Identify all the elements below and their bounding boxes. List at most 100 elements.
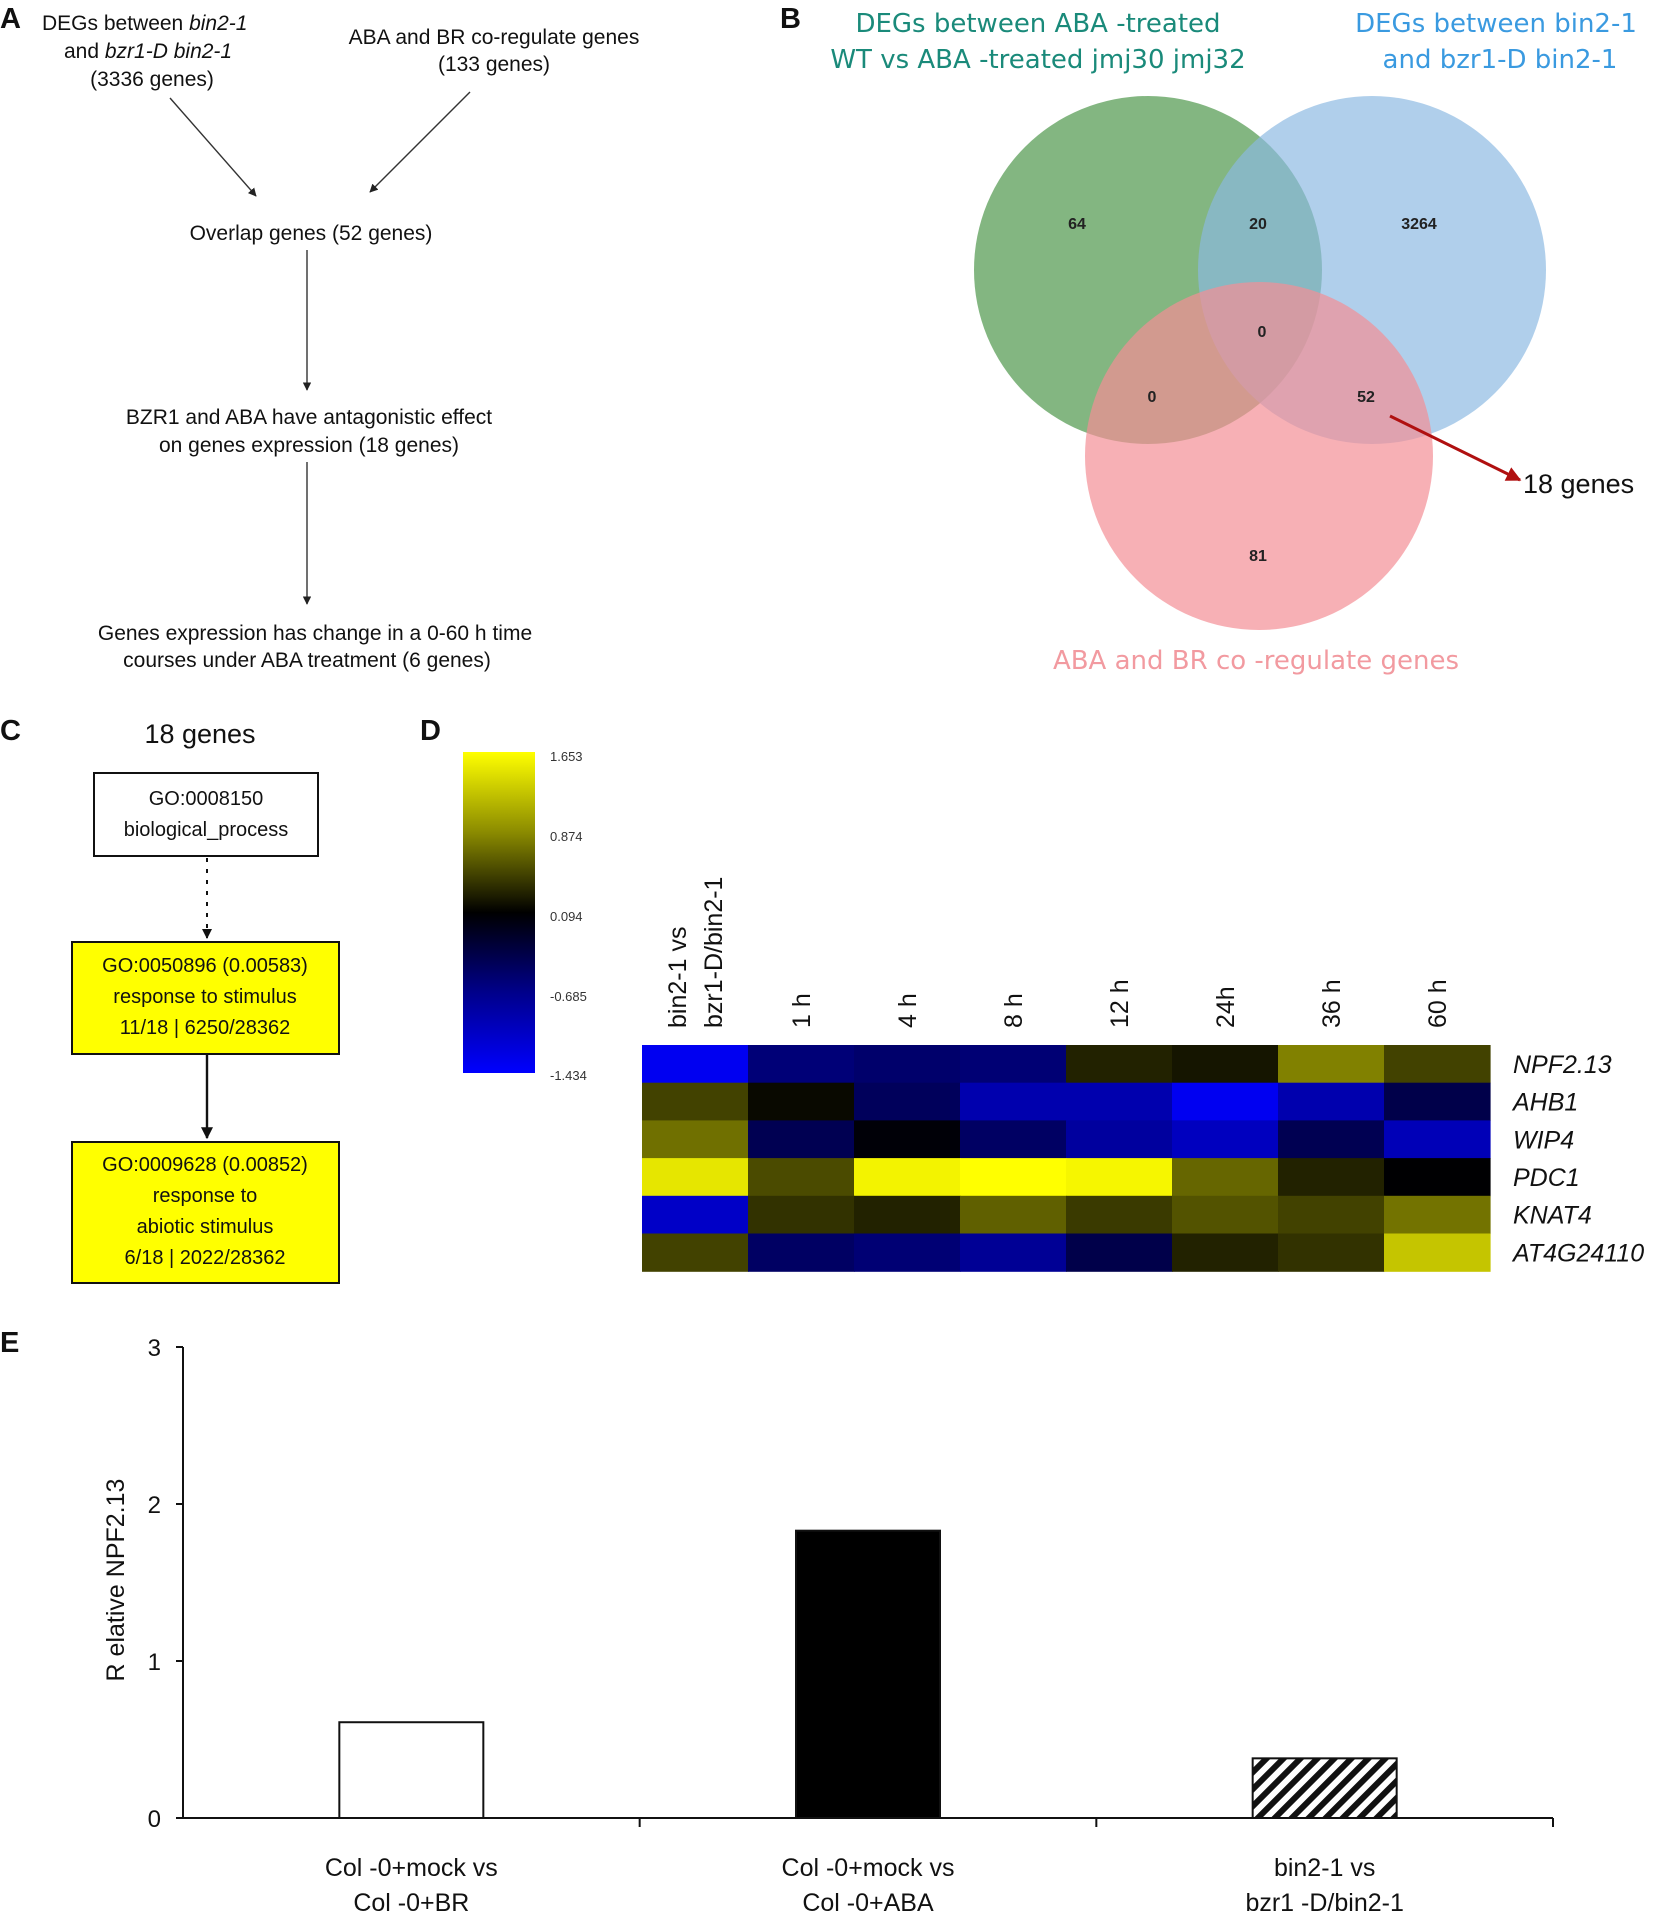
heatmap-cell	[1278, 1158, 1385, 1197]
set-pink-title: ABA and BR co -regulate genes	[1053, 646, 1459, 676]
count-green-pink: 0	[1148, 389, 1157, 406]
y-tick-label: 2	[148, 1492, 161, 1519]
heatmap-column-header: 4 h	[894, 993, 922, 1028]
venn-circle-pink	[1085, 282, 1433, 630]
heatmap-cell	[1066, 1120, 1173, 1159]
box1-line3: (3336 genes)	[90, 68, 214, 91]
heatmap-cell	[960, 1120, 1067, 1159]
go-node2-line1: GO:0009628 (0.00852)	[102, 1154, 308, 1176]
x-category-label: Col -0+mock vs	[325, 1854, 498, 1882]
heatmap-cell	[642, 1195, 749, 1235]
heatmap-cell	[1172, 1045, 1279, 1084]
count-center: 0	[1258, 324, 1267, 341]
heatmap-cell	[748, 1158, 855, 1197]
set-green-title-line2: WT vs ABA -treated jmj30 jmj32	[830, 45, 1245, 75]
heatmap-colorbar	[463, 752, 535, 1073]
heatmap-cell	[1066, 1195, 1173, 1235]
heatmap-cell	[748, 1195, 855, 1235]
heatmap-cell	[1278, 1082, 1385, 1121]
heatmap-cell	[1278, 1120, 1385, 1159]
x-category-label: Col -0+mock vs	[782, 1854, 955, 1882]
heatmap-cell	[1066, 1045, 1173, 1084]
count-green-only: 64	[1068, 216, 1086, 233]
go-root-box	[93, 772, 319, 857]
heatmap-cell	[1278, 1045, 1385, 1084]
heatmap-cell	[642, 1233, 749, 1272]
heatmap-cell	[854, 1045, 961, 1084]
box1-line1: DEGs between bin2-1	[42, 12, 247, 35]
heatmap-cell	[960, 1158, 1067, 1197]
overlap-genes-text: Overlap genes (52 genes)	[190, 222, 433, 245]
heatmap-cell	[960, 1233, 1067, 1272]
go-node1-line2: response to stimulus	[113, 986, 296, 1008]
set-blue-title-line2: and bzr1-D bin2-1	[1383, 45, 1618, 75]
timecourse-line2: courses under ABA treatment (6 genes)	[123, 649, 491, 672]
panel-a-label: A	[0, 3, 21, 35]
heatmap-cell	[854, 1195, 961, 1235]
heatmap-cell	[748, 1082, 855, 1121]
x-category-label: Col -0+ABA	[802, 1889, 934, 1917]
heatmap-cell	[1066, 1082, 1173, 1121]
panel-d: D 1.653 0.874 0.094 -0.685 -1.434 bin2-1…	[420, 715, 1644, 1272]
go-node1-line1: GO:0050896 (0.00583)	[102, 955, 308, 977]
timecourse-line1: Genes expression has change in a 0-60 h …	[98, 622, 532, 645]
heatmap-cell	[748, 1120, 855, 1159]
gene-label: WIP4	[1513, 1126, 1574, 1154]
colorbar-label-3: 0.094	[550, 909, 583, 924]
go-tree-title: 18 genes	[144, 719, 255, 749]
heatmap-cell	[854, 1233, 961, 1272]
heatmap-cell	[854, 1082, 961, 1121]
heatmap-column-header: 36 h	[1318, 979, 1346, 1028]
heatmap-cell	[1384, 1233, 1491, 1272]
heatmap-cell	[642, 1158, 749, 1197]
heatmap-cell	[1384, 1045, 1491, 1084]
set-green-title-line1: DEGs between ABA -treated	[855, 9, 1220, 39]
y-tick-label: 3	[148, 1335, 161, 1362]
set-blue-title-line1: DEGs between bin2-1	[1355, 9, 1637, 39]
bar	[1251, 1757, 1398, 1819]
count-blue-only: 3264	[1401, 216, 1437, 233]
heatmap-column-header: 12 h	[1106, 979, 1134, 1028]
heatmap-cell	[1384, 1082, 1491, 1121]
heatmap-cell	[642, 1082, 749, 1121]
colorbar-label-1: 1.653	[550, 749, 583, 764]
heatmap-column-header: 8 h	[1000, 993, 1028, 1028]
heatmap-cell	[1172, 1195, 1279, 1235]
go-root-line1: GO:0008150	[149, 788, 264, 810]
go-node2-line3: abiotic stimulus	[137, 1216, 274, 1238]
go-node1-line3: 11/18 | 6250/28362	[120, 1017, 291, 1039]
colorbar-label-2: 0.874	[550, 829, 583, 844]
go-root-line2: biological_process	[124, 819, 289, 841]
heatmap-cell	[1278, 1233, 1385, 1272]
colorbar-label-5: -1.434	[550, 1068, 587, 1083]
heatmap-cell	[1172, 1120, 1279, 1159]
heatmap-cell	[1172, 1158, 1279, 1197]
callout-18-genes: 18 genes	[1523, 469, 1634, 499]
gene-label: PDC1	[1513, 1164, 1580, 1192]
panel-a: A DEGs between bin2-1 and bzr1-D bin2-1 …	[0, 3, 639, 672]
heatmap-cell	[1278, 1195, 1385, 1235]
x-category-label: bzr1 -D/bin2-1	[1245, 1889, 1403, 1917]
heatmap-column-header: bzr1-D/bin2-1	[700, 877, 728, 1028]
heatmap-cell	[960, 1082, 1067, 1121]
box1-line2: and bzr1-D bin2-1	[64, 40, 232, 63]
arrow-box2-overlap	[369, 91, 471, 193]
colorbar-label-4: -0.685	[550, 989, 587, 1004]
bar	[795, 1529, 941, 1819]
y-axis-label: R elative NPF2.13	[102, 1479, 130, 1682]
panel-b: B DEGs between ABA -treated WT vs ABA -t…	[780, 3, 1637, 676]
panel-c: C 18 genes GO:0008150 biological_process…	[0, 715, 340, 1284]
heatmap-cell	[642, 1120, 749, 1159]
count-blue-pink: 52	[1357, 389, 1375, 406]
go-node2-line2: response to	[153, 1185, 258, 1207]
go-node1-box	[71, 941, 340, 1055]
y-tick-label: 0	[148, 1806, 161, 1833]
antagonistic-line1: BZR1 and ABA have antagonistic effect	[126, 406, 492, 429]
go-node2-line4: 6/18 | 2022/28362	[125, 1247, 286, 1269]
heatmap-cell	[1384, 1195, 1491, 1235]
heatmap-cell	[960, 1195, 1067, 1235]
